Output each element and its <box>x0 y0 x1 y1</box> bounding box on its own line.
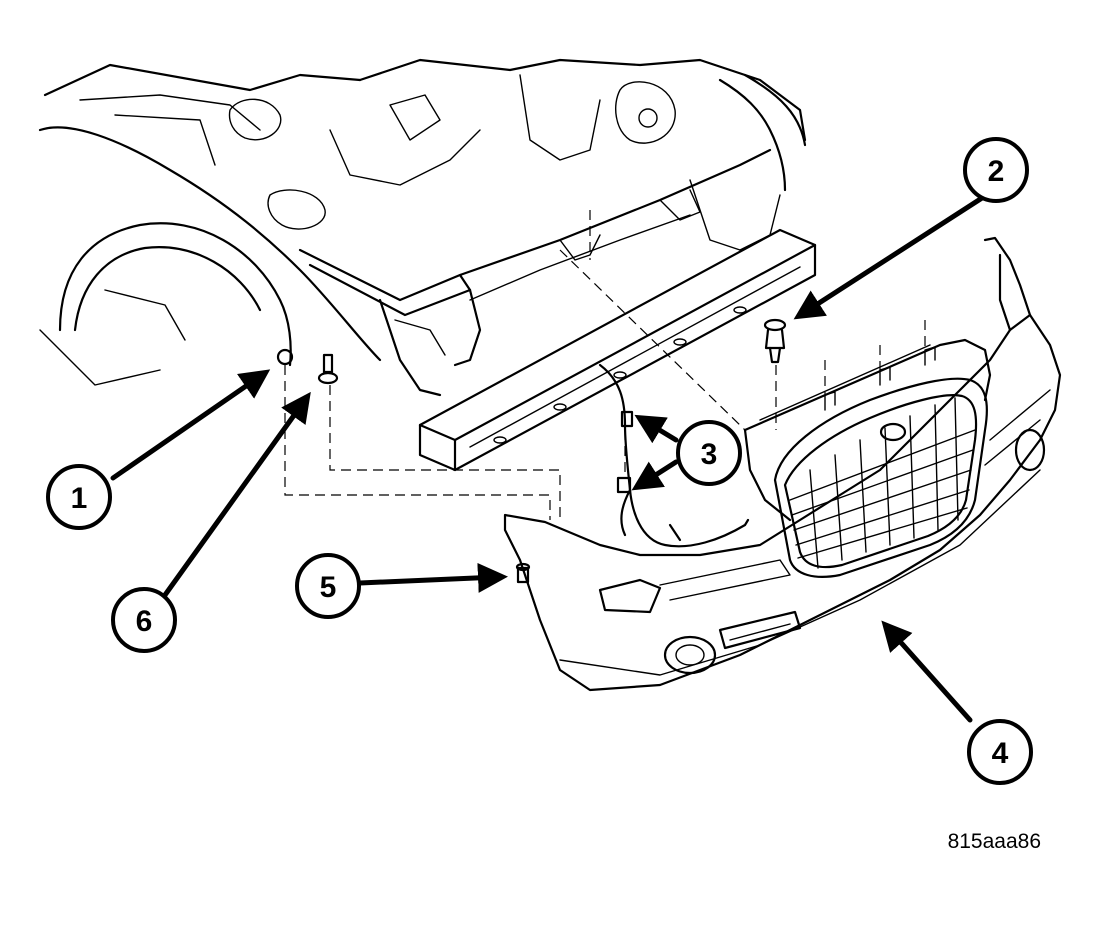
callout-3: 3 <box>676 420 742 486</box>
wiring-harness <box>598 363 750 548</box>
vehicle-front-structure <box>38 58 807 397</box>
bumper-reinforcement-beam <box>418 228 817 472</box>
callout-label-5: 5 <box>320 571 337 604</box>
callout-6: 6 <box>111 587 177 653</box>
alignment-lines <box>284 210 926 520</box>
callout-1: 1 <box>46 464 112 530</box>
push-pin-fastener <box>763 318 787 364</box>
callout-2: 2 <box>963 137 1029 203</box>
callout-4: 4 <box>967 719 1033 785</box>
callout-label-4: 4 <box>992 737 1009 770</box>
leader-arrows <box>110 195 985 723</box>
callout-label-2: 2 <box>988 155 1005 188</box>
fender-clip <box>276 348 294 366</box>
callout-label-6: 6 <box>136 605 153 638</box>
bumper-fascia <box>503 236 1062 692</box>
callout-label-3: 3 <box>701 438 718 471</box>
callout-5: 5 <box>295 553 361 619</box>
callout-label-1: 1 <box>71 482 88 515</box>
screw-fastener <box>317 353 339 385</box>
figure-id: 815aaa86 <box>947 830 1041 853</box>
